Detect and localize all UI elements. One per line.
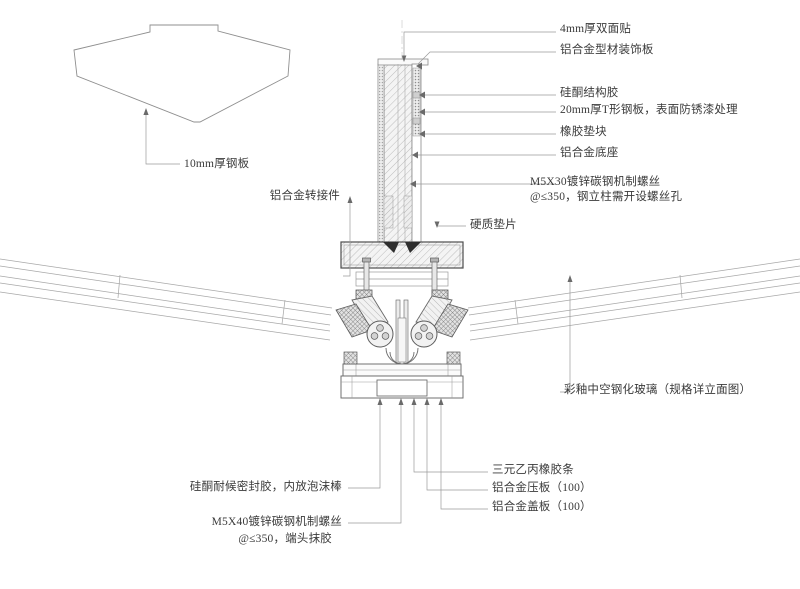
label-aluminium-cover-plate: 铝合金盖板（100） — [492, 501, 592, 513]
label-steel-plate-10mm: 10mm厚钢板 — [184, 158, 250, 170]
label-t-shaped-steel-plate: 20mm厚T形钢板，表面防锈漆处理 — [560, 104, 738, 116]
label-aluminium-pressure-plate: 铝合金压板（100） — [492, 482, 592, 494]
left-glass-wing — [0, 258, 333, 332]
leader-lines-bottom-right — [413, 400, 488, 510]
cover-plate-notch — [376, 379, 428, 397]
v-plate-leader — [145, 112, 180, 165]
silicone-bead-b — [412, 117, 421, 125]
leader-arrows-right — [401, 55, 573, 282]
v-plate-leader-arrow — [143, 108, 149, 115]
label-galvanized-screw-m5x40-line2: @≤350，端头抹胶 — [238, 533, 332, 545]
label-galvanized-screw-m5x30-line2: @≤350，钢立柱需开设螺丝孔 — [530, 191, 683, 203]
v-steel-plate-detail — [73, 24, 291, 123]
column-cavity-right — [403, 195, 413, 229]
leader-lines-left — [343, 198, 402, 524]
leader-arrows-left — [347, 196, 404, 405]
label-galvanized-screw-m5x40-line1: M5X40镀锌碳钢机制螺丝 — [211, 516, 342, 528]
label-double-sided-tape: 4mm厚双面贴 — [560, 23, 632, 35]
glass-edge-sealant-blocks — [343, 351, 461, 365]
double-sided-tape-strip — [379, 66, 383, 249]
column-cavity-left — [383, 195, 394, 229]
left-glass-wing-lower — [0, 291, 331, 341]
label-weatherproof-sealant-foam-rod: 硅酮耐候密封胶，内放泡沫棒 — [189, 481, 342, 493]
pivot-assembly — [366, 320, 438, 348]
rubber-pad-upper — [412, 67, 421, 137]
aluminium-pressure-plate-body — [342, 363, 462, 377]
label-rubber-pad-block: 橡胶垫块 — [560, 126, 607, 138]
label-aluminium-transfer-connector: 铝合金转接件 — [269, 190, 340, 202]
label-epdm-rubber-strip: 三元乙丙橡胶条 — [492, 464, 574, 476]
label-aluminium-base: 铝合金底座 — [560, 147, 619, 159]
weld-fillets — [383, 242, 421, 253]
label-hard-gasket: 硬质垫片 — [470, 219, 517, 231]
leader-arrows-bottom-right — [411, 398, 444, 405]
label-galvanized-screw-m5x30-line1: M5X30镀锌碳钢机制螺丝 — [530, 176, 661, 188]
silicone-bead-a — [412, 91, 421, 99]
label-silicone-structural-sealant: 硅酮结构胶 — [560, 87, 619, 99]
right-glass-wing — [467, 258, 800, 341]
aluminium-brackets — [335, 295, 469, 338]
leader-lines-right — [403, 31, 571, 393]
horizontal-steel-plate — [340, 241, 464, 269]
label-aluminium-profile-decorative-panel: 铝合金型材装饰板 — [560, 44, 654, 56]
label-ceramic-frit-insulated-tempered-glass: 彩釉中空钢化玻璃（规格详立面图） — [564, 384, 752, 396]
